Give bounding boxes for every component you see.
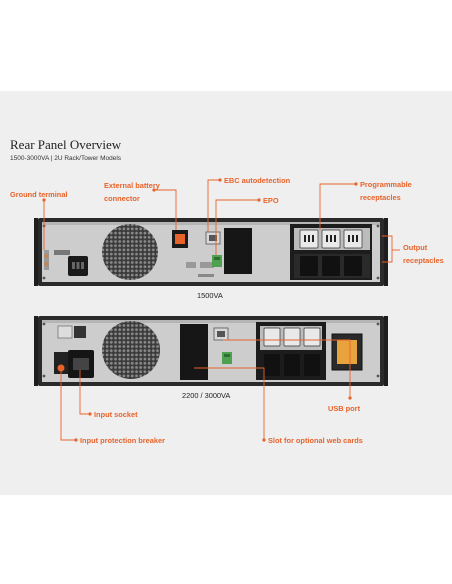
programmable-receptacles-2200 bbox=[263, 327, 321, 347]
page-title: Rear Panel Overview bbox=[10, 137, 122, 152]
page-subtitle: 1500-3000VA | 2U Rack/Tower Models bbox=[10, 155, 122, 162]
input-socket-2200-icon bbox=[68, 350, 94, 378]
callout-ground-terminal: Ground terminal bbox=[10, 190, 68, 199]
high-power-outlet-icon bbox=[337, 340, 357, 364]
fan-vent-icon bbox=[102, 224, 158, 280]
epo-connector-2-icon bbox=[222, 352, 232, 364]
programmable-receptacles-1500 bbox=[299, 229, 363, 249]
ups-2200-3000va-panel bbox=[34, 316, 388, 386]
callout-programmable-1: Programmable bbox=[360, 180, 412, 189]
callout-ebc-autodetection: EBC autodetection bbox=[224, 176, 291, 185]
input-socket-1500-icon bbox=[68, 256, 88, 276]
callout-epo: EPO bbox=[263, 196, 279, 205]
fan-vent-2-icon bbox=[102, 321, 160, 379]
callout-external-battery-1: External battery bbox=[104, 181, 160, 190]
ups-1500va-panel bbox=[34, 218, 388, 286]
diagram-background bbox=[0, 91, 452, 495]
input-protection-breaker-icon bbox=[54, 352, 68, 374]
callout-output-1: Output bbox=[403, 243, 428, 252]
callout-lines bbox=[43, 179, 400, 441]
ground-terminal-icon bbox=[44, 250, 49, 270]
web-card-slot-1500-icon bbox=[224, 228, 252, 274]
external-battery-connector-icon bbox=[172, 230, 188, 248]
callout-input-protection-breaker: Input protection breaker bbox=[80, 436, 166, 445]
callout-input-socket: Input socket bbox=[94, 410, 138, 419]
callout-external-battery-2: connector bbox=[104, 194, 140, 203]
unit-label-2200-3000: 2200 / 3000VA bbox=[182, 391, 231, 400]
callout-usb-port: USB port bbox=[328, 404, 361, 413]
usb-port-icon bbox=[213, 327, 229, 341]
output-receptacles-2200 bbox=[264, 354, 320, 376]
callout-slot-web-cards: Slot for optional web cards bbox=[268, 436, 363, 445]
output-receptacles-1500 bbox=[300, 256, 362, 276]
web-card-slot-2200-icon bbox=[180, 324, 208, 380]
callout-programmable-2: receptacles bbox=[360, 193, 401, 202]
ebc-port-icon bbox=[205, 231, 221, 245]
epo-connector-icon bbox=[212, 255, 222, 267]
callout-output-2: receptacles bbox=[403, 256, 444, 265]
unit-label-1500: 1500VA bbox=[197, 291, 223, 300]
